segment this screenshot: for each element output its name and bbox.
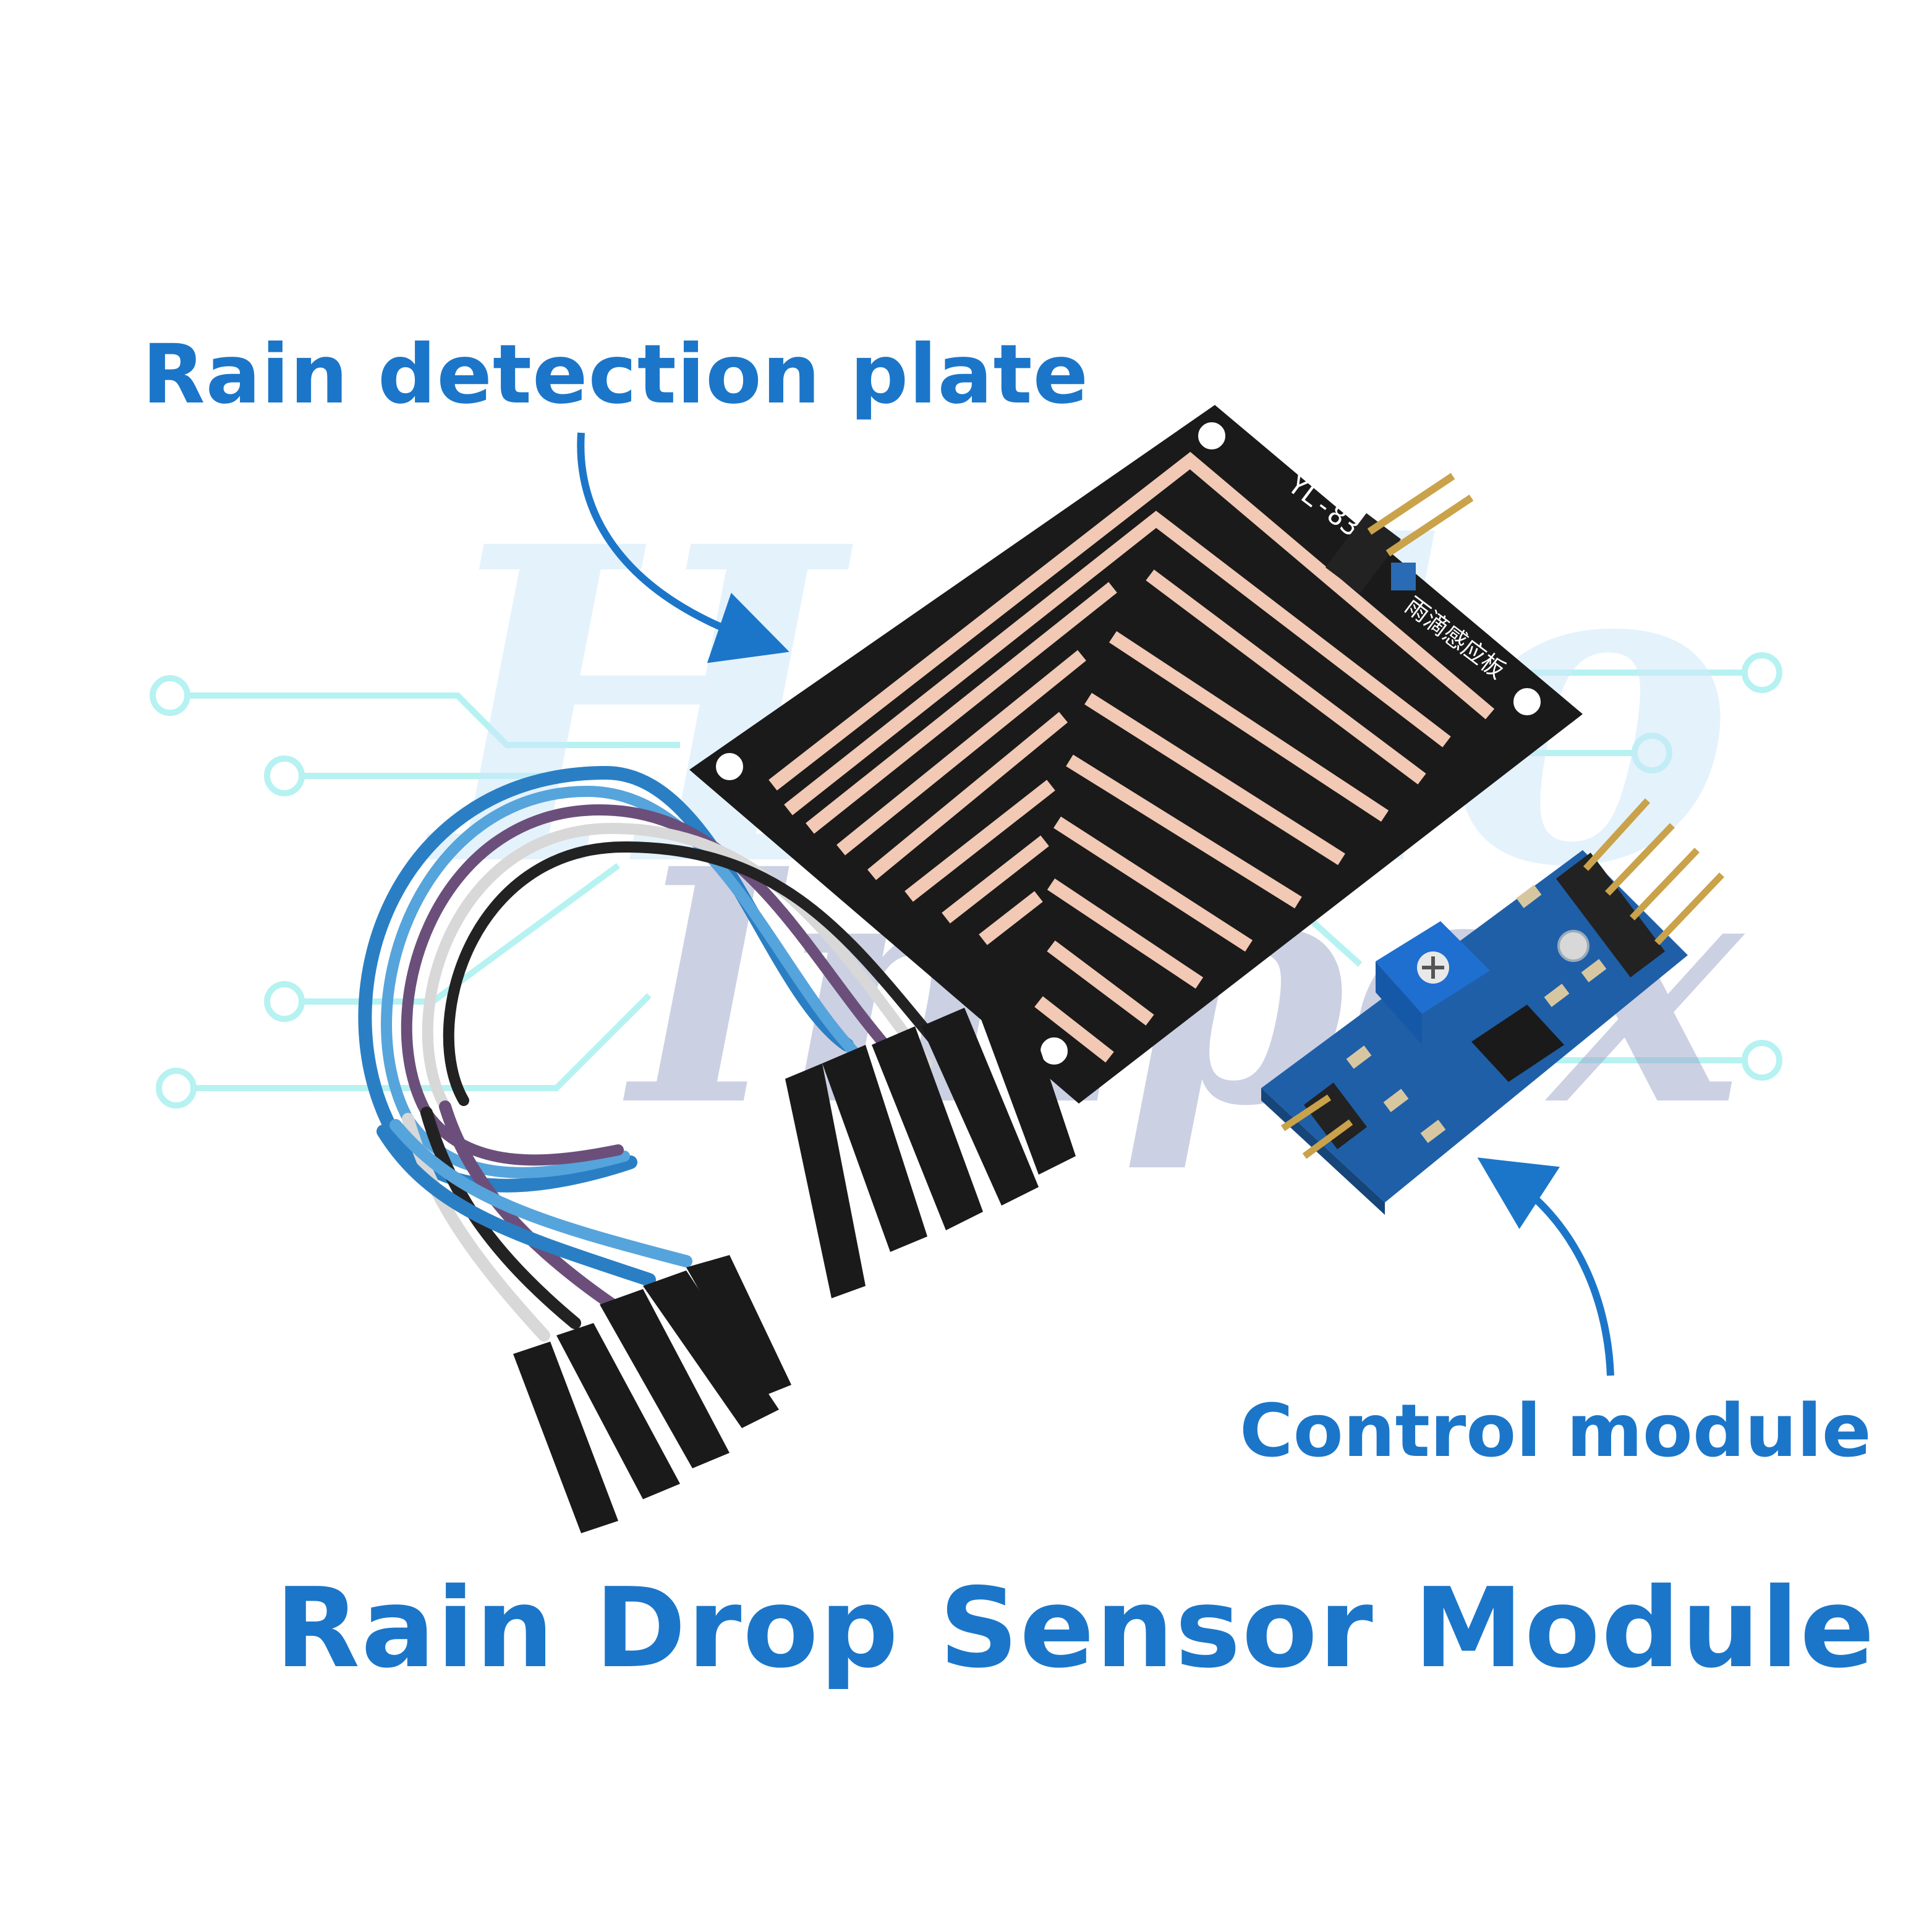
control-module-label: Control module bbox=[1240, 1388, 1871, 1473]
jumper-wires bbox=[358, 765, 970, 1342]
module-2pin-header bbox=[1280, 1083, 1368, 1159]
control-module bbox=[1261, 798, 1724, 1215]
copper-traces bbox=[768, 451, 1495, 1063]
dupont-connectors-bottom bbox=[513, 1255, 791, 1533]
page-title: Rain Drop Sensor Module bbox=[275, 1564, 1876, 1692]
dupont-connectors-top bbox=[785, 989, 1076, 1298]
potentiometer bbox=[1376, 921, 1490, 1045]
module-4pin-header bbox=[1555, 798, 1724, 977]
rain-detection-plate: YL-83 雨滴感应板 bbox=[689, 405, 1583, 1104]
rain-detection-plate-label: Rain detection plate bbox=[142, 327, 1089, 422]
control-pointer-arrow bbox=[1477, 1157, 1614, 1376]
plate-pointer-arrow bbox=[577, 432, 789, 663]
plate-pin-header bbox=[1325, 473, 1474, 594]
